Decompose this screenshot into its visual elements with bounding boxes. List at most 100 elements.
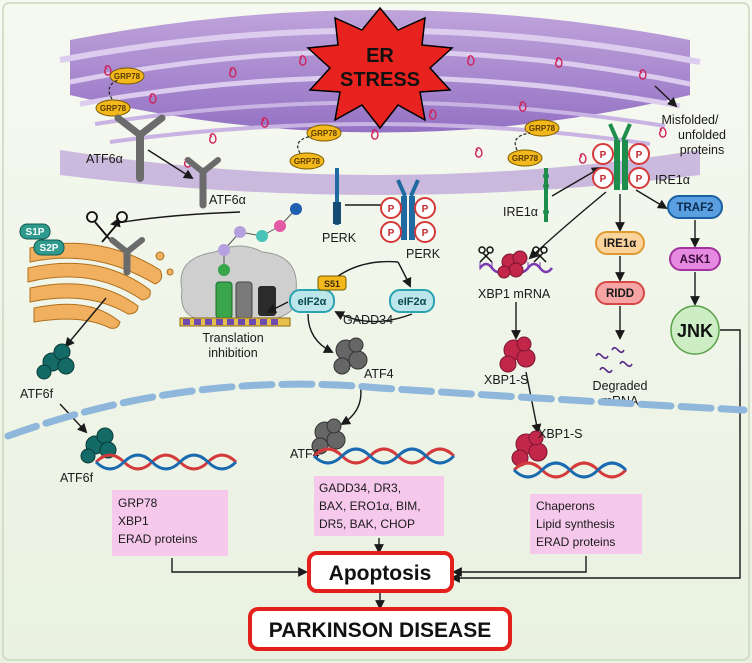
atf4-label-nucleus: ATF4 bbox=[290, 447, 320, 461]
atf4-targets-box: GADD34, DR3, BAX, ERO1α, BIM, DR5, BAK, … bbox=[314, 476, 444, 536]
phospho-label: P bbox=[422, 204, 429, 215]
er-stress-line2: STRESS bbox=[340, 69, 420, 91]
atf6f-protein-nucleus bbox=[80, 427, 117, 464]
dna-helix-atf6 bbox=[94, 453, 238, 471]
atf6-released-label: ATF6α bbox=[209, 193, 246, 207]
eif2a-translation-inhibition-arrow bbox=[266, 301, 289, 313]
apoptosis-box: Apoptosis bbox=[307, 551, 454, 593]
eif2a-unphos-label: eIF2α bbox=[398, 296, 427, 308]
er-stress-line1: ER bbox=[366, 45, 394, 67]
atf6f-label-2: ATF6f bbox=[60, 471, 94, 485]
phospho-label: P bbox=[600, 174, 607, 185]
ask1-pill: ASK1 bbox=[669, 247, 721, 271]
eif2a-phosphorylated: eIF2α bbox=[289, 289, 335, 313]
er-stress-banner: ER STRESS bbox=[306, 6, 454, 130]
xbp1s-to-nucleus-arrow bbox=[525, 371, 542, 434]
perk-label-left: PERK bbox=[322, 231, 357, 245]
xbp1-mrna-label: XBP1 mRNA bbox=[478, 287, 551, 301]
parkinson-disease-box: PARKINSON DISEASE bbox=[248, 607, 512, 651]
jnk-label: JNK bbox=[677, 321, 713, 341]
jnk-node: JNK bbox=[670, 305, 720, 355]
ire1-monomer bbox=[543, 168, 549, 222]
gadd34-label: GADD34 bbox=[343, 313, 393, 327]
atf4-target: GADD34, DR3, bbox=[319, 481, 401, 495]
degraded-label-1: Degraded bbox=[593, 379, 648, 393]
nascent-peptide-chain bbox=[218, 203, 302, 276]
xbp1s-label-2: XBP1-S bbox=[538, 427, 582, 441]
grp78-pill: GRP78 bbox=[311, 129, 338, 138]
grp78-group-perk: GRP78 GRP78 bbox=[289, 124, 342, 170]
atf6-translocation-arrow bbox=[147, 149, 194, 180]
degraded-mrna-icon bbox=[595, 346, 633, 374]
xbp1-mrna-icon bbox=[478, 246, 553, 279]
traf2-pill: TRAF2 bbox=[667, 195, 723, 219]
protease-s1p: S1P bbox=[19, 223, 51, 240]
phospho-label: P bbox=[388, 228, 395, 239]
grp78-pill: GRP78 bbox=[114, 72, 141, 81]
eif2a-to-atf4-arrow bbox=[307, 313, 334, 353]
phospho-label: P bbox=[422, 228, 429, 239]
misfolded-label-2: unfolded bbox=[678, 128, 726, 142]
s1p-label: S1P bbox=[26, 227, 45, 238]
atf4-target: DR5, BAK, CHOP bbox=[319, 517, 415, 531]
golgi-to-atf6f-arrow bbox=[64, 297, 107, 348]
ire1-label-left: IRE1α bbox=[503, 205, 538, 219]
atf6-target: XBP1 bbox=[118, 514, 149, 528]
misfolded-label-1: Misfolded/ bbox=[662, 113, 719, 127]
phospho-label: P bbox=[600, 150, 607, 161]
dna-helix-xbp1 bbox=[512, 461, 628, 479]
atf6f-label-1: ATF6f bbox=[20, 387, 54, 401]
gadd34-arrow bbox=[334, 311, 413, 323]
perk-label-right: PERK bbox=[406, 247, 441, 261]
golgi-apparatus bbox=[27, 242, 174, 329]
s2p-label: S2P bbox=[40, 243, 59, 254]
atf4-label-cytosol: ATF4 bbox=[364, 367, 394, 381]
eif2a-unphosphorylated: eIF2α bbox=[389, 289, 435, 313]
ire1-dimerization-arrow bbox=[551, 167, 602, 197]
s51-label: S51 bbox=[324, 279, 340, 289]
atf6f-protein-cytosol bbox=[36, 343, 75, 380]
grp78-pill: GRP78 bbox=[100, 104, 127, 113]
atf6-target: GRP78 bbox=[118, 496, 158, 510]
s51-tag: S51 bbox=[317, 275, 347, 291]
dna-helix-atf4 bbox=[312, 447, 456, 465]
ire1-to-xbp1-arrow bbox=[528, 191, 607, 260]
grp78-pill: GRP78 bbox=[512, 154, 539, 163]
ask1-label: ASK1 bbox=[680, 254, 711, 266]
traf2-label: TRAF2 bbox=[676, 202, 713, 214]
translation-label-1: Translation bbox=[202, 331, 263, 345]
atf4-protein-nucleus bbox=[311, 418, 346, 455]
ribosome bbox=[179, 245, 297, 327]
phospho-label: P bbox=[636, 174, 643, 185]
grp78-pill: GRP78 bbox=[529, 124, 556, 133]
grp78-pill: GRP78 bbox=[294, 157, 321, 166]
phospho-label: P bbox=[636, 150, 643, 161]
perk-dimer: P P P P bbox=[380, 179, 436, 243]
xbp1-target: Lipid synthesis bbox=[536, 517, 615, 531]
perk-monomer bbox=[333, 168, 341, 225]
ire1-pill: IRE1α bbox=[595, 231, 645, 255]
jnk-to-apoptosis-arrow bbox=[450, 329, 741, 583]
phospho-label: P bbox=[388, 204, 395, 215]
ire1-pill-label: IRE1α bbox=[604, 238, 637, 250]
atf6-target: ERAD proteins bbox=[118, 532, 197, 546]
ire1-dimer: P P P P bbox=[592, 123, 650, 190]
atf6-targets-to-apoptosis-arrow bbox=[171, 558, 308, 577]
atf6-receptor bbox=[114, 114, 166, 182]
misfolded-label-3: proteins bbox=[680, 143, 724, 157]
ire1-label-right: IRE1α bbox=[655, 173, 690, 187]
ridd-label: RIDD bbox=[606, 288, 634, 300]
translation-label-2: inhibition bbox=[208, 346, 257, 360]
xbp1-targets-to-apoptosis-arrow bbox=[452, 556, 587, 577]
ridd-pill: RIDD bbox=[595, 281, 645, 305]
parkinson-disease-label: PARKINSON DISEASE bbox=[269, 619, 491, 642]
atf6-targets-box: GRP78 XBP1 ERAD proteins bbox=[112, 490, 228, 556]
eif2a-phos-label: eIF2α bbox=[298, 296, 327, 308]
atf4-target: BAX, ERO1α, BIM, bbox=[319, 499, 421, 513]
nuclear-envelope bbox=[4, 380, 748, 440]
xbp1-target: Chaperons bbox=[536, 499, 595, 513]
protease-s2p: S2P bbox=[33, 239, 65, 256]
ire1-to-traf2-arrow bbox=[635, 189, 668, 210]
atf4-protein-cytosol bbox=[333, 337, 368, 375]
